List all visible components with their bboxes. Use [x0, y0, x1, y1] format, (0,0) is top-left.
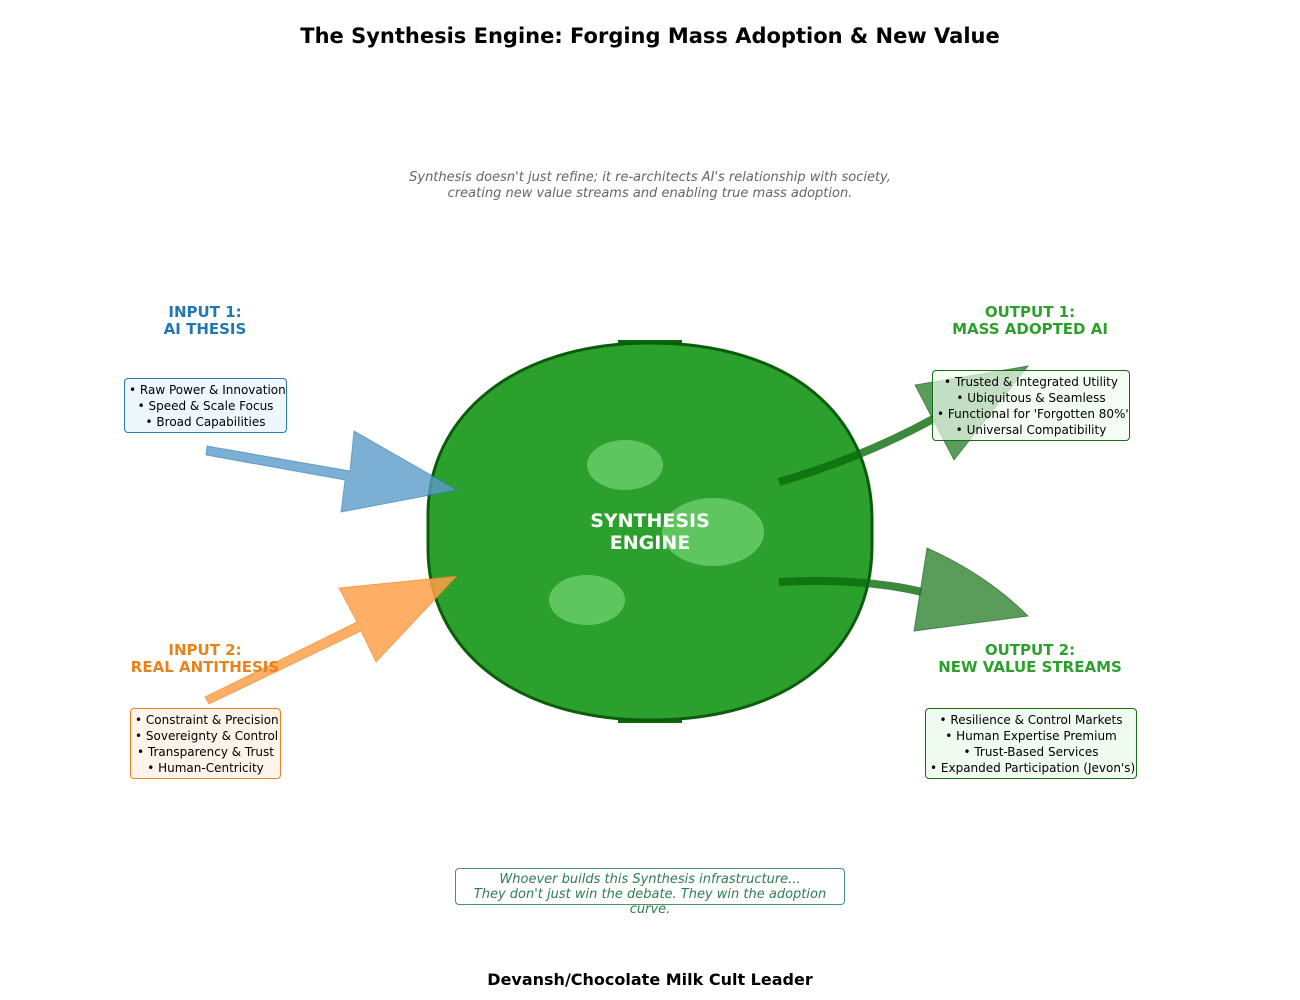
output-1-item: • Ubiquitous & Seamless — [956, 391, 1106, 405]
page-title: The Synthesis Engine: Forging Mass Adopt… — [300, 24, 1000, 48]
output-2-heading-line-1: OUTPUT 2: — [984, 641, 1076, 659]
output-2-heading: OUTPUT 2: NEW VALUE STREAMS — [910, 642, 1150, 676]
output-2-heading-line-2: NEW VALUE STREAMS — [938, 658, 1122, 676]
quote-box: Whoever builds this Synthesis infrastruc… — [455, 868, 845, 917]
input-2-heading-line-1: INPUT 2: — [168, 641, 242, 659]
engine-label-line-1: SYNTHESIS — [590, 510, 710, 532]
output-2-item: • Expanded Participation (Jevon's) — [930, 761, 1136, 775]
output-1-heading: OUTPUT 1: MASS ADOPTED AI — [920, 304, 1140, 338]
output-2-item: • Human Expertise Premium — [945, 729, 1117, 743]
output-2-item: • Trust-Based Services — [963, 745, 1099, 759]
output-2-arrow-shaft — [778, 576, 923, 596]
input-2-item: • Constraint & Precision — [135, 713, 279, 727]
input-1-heading-line-1: INPUT 1: — [168, 303, 242, 321]
subtitle-line-2: creating new value streams and enabling … — [447, 186, 853, 201]
quote-line-1: Whoever builds this Synthesis infrastruc… — [499, 872, 801, 887]
engine-highlight-2 — [662, 498, 764, 566]
input-1-item: • Raw Power & Innovation — [129, 383, 286, 397]
input-2-item: • Sovereignty & Control — [135, 729, 279, 743]
output-1-item: • Functional for 'Forgotten 80%' — [937, 407, 1129, 421]
output-1-heading-line-1: OUTPUT 1: — [984, 303, 1076, 321]
engine-highlight-3 — [549, 575, 625, 625]
subtitle: Synthesis doesn't just refine; it re-arc… — [300, 170, 1000, 202]
output-1-box: • Trusted & Integrated Utility • Ubiquit… — [932, 370, 1130, 441]
output-2-box: • Resilience & Control Markets • Human E… — [925, 708, 1137, 779]
input-1-box: • Raw Power & Innovation • Speed & Scale… — [124, 378, 287, 433]
input-2-box: • Constraint & Precision • Sovereignty &… — [130, 708, 281, 779]
input-2-arrow — [204, 575, 459, 705]
footer-credit: Devansh/Chocolate Milk Cult Leader — [487, 970, 813, 989]
output-2-arrow-head — [913, 547, 1030, 632]
input-2-heading: INPUT 2: REAL ANTITHESIS — [95, 642, 315, 676]
input-1-item: • Broad Capabilities — [145, 415, 266, 429]
output-1-item: • Trusted & Integrated Utility — [944, 375, 1118, 389]
output-1-arrow-shaft — [777, 414, 937, 486]
input-2-item: • Transparency & Trust — [137, 745, 274, 759]
engine-highlight-1 — [587, 440, 663, 490]
output-1-item: • Universal Compatibility — [955, 423, 1107, 437]
subtitle-line-1: Synthesis doesn't just refine; it re-arc… — [409, 170, 891, 185]
input-2-heading-line-2: REAL ANTITHESIS — [130, 658, 280, 676]
engine-label-line-2: ENGINE — [610, 532, 690, 554]
quote-line-2: They don't just win the debate. They win… — [473, 887, 827, 917]
synthesis-engine-shape — [426, 341, 874, 722]
output-2-item: • Resilience & Control Markets — [939, 713, 1123, 727]
input-1-heading-line-2: AI THESIS — [163, 320, 247, 338]
input-2-item: • Human-Centricity — [147, 761, 264, 775]
output-1-heading-line-2: MASS ADOPTED AI — [952, 320, 1108, 338]
input-1-arrow — [205, 430, 459, 513]
input-1-heading: INPUT 1: AI THESIS — [105, 304, 305, 338]
input-1-item: • Speed & Scale Focus — [137, 399, 274, 413]
